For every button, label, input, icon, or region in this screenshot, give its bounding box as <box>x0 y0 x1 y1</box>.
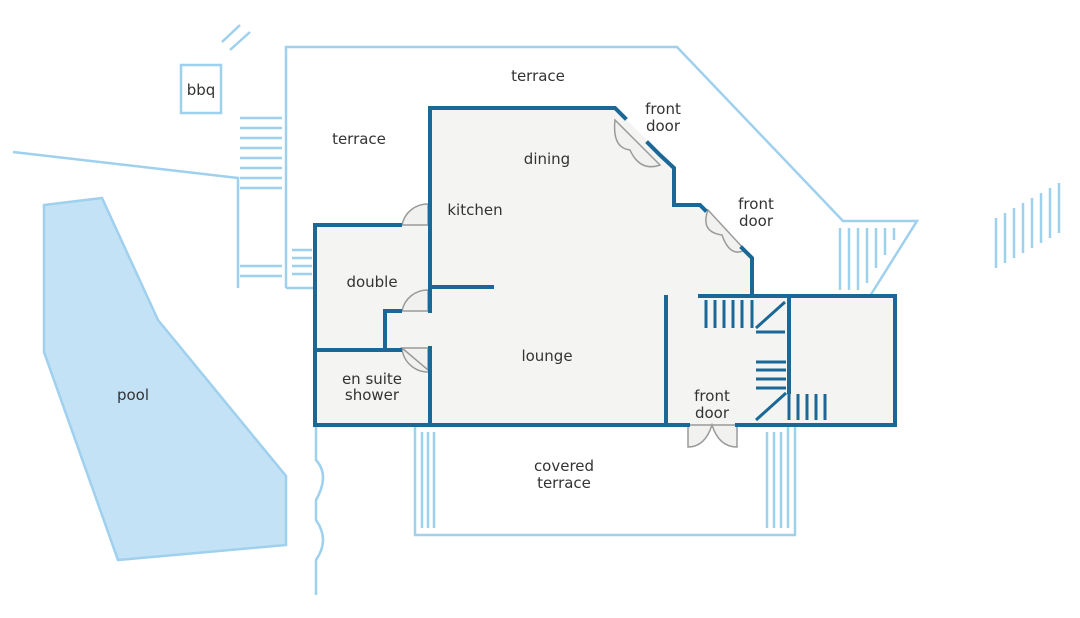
front-door-1 <box>613 118 662 168</box>
label-dining: dining <box>524 150 570 168</box>
double-door <box>401 289 429 312</box>
label-front-door-3b: door <box>695 404 730 422</box>
front-door-3 <box>687 422 738 448</box>
room-labels: terrace terrace bbq dining kitchen doubl… <box>117 67 774 492</box>
terrace-steps-right <box>838 228 896 290</box>
label-en-suite: en suite <box>342 370 402 388</box>
far-steps <box>994 183 1061 268</box>
covered-terrace <box>413 423 797 537</box>
label-front-door-1a: front <box>645 100 681 118</box>
terrace-steps-left <box>240 116 312 278</box>
label-double: double <box>346 273 397 291</box>
label-covered: covered <box>534 457 594 475</box>
label-lounge: lounge <box>521 347 572 365</box>
doors <box>399 118 747 448</box>
interior-floor <box>315 108 895 425</box>
label-pool: pool <box>117 386 149 404</box>
label-bbq: bbq <box>187 81 216 99</box>
label-front-door-2a: front <box>738 195 774 213</box>
kitchen-door <box>401 203 429 226</box>
label-terrace-left: terrace <box>332 130 386 148</box>
label-covered-terrace: terrace <box>537 474 591 492</box>
walls <box>313 106 897 427</box>
label-shower: shower <box>345 386 400 404</box>
label-front-door-2b: door <box>739 212 774 230</box>
pool <box>42 196 288 562</box>
label-front-door-3a: front <box>694 387 730 405</box>
bbq-box <box>179 63 223 115</box>
front-door-2 <box>705 208 747 253</box>
label-front-door-1b: door <box>646 117 681 135</box>
label-kitchen: kitchen <box>447 201 502 219</box>
outdoor-lines <box>12 24 1061 595</box>
staircase[interactable] <box>704 300 827 422</box>
label-terrace-top: terrace <box>511 67 565 85</box>
